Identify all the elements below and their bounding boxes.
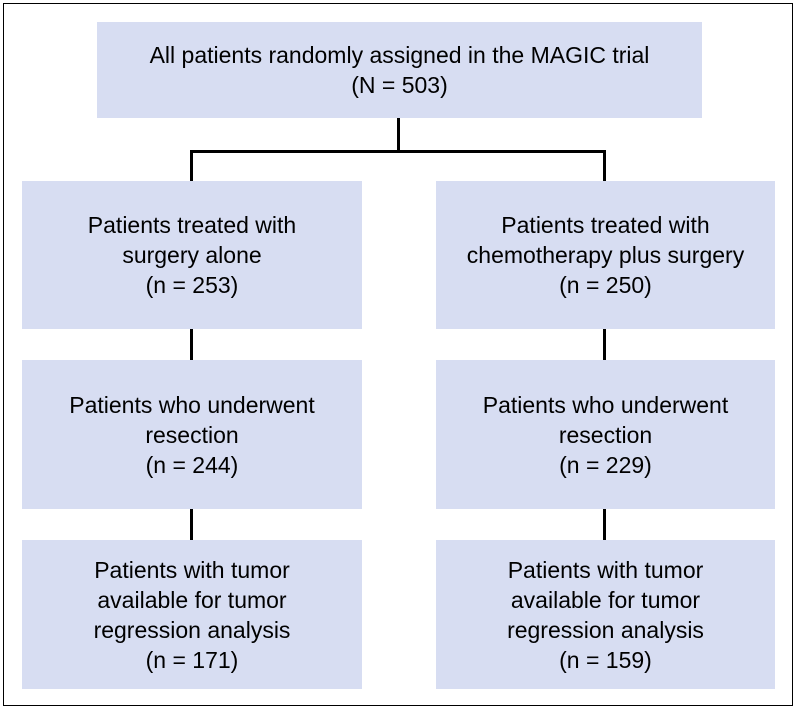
connector-right-treated-to-resection <box>603 329 606 360</box>
box-surgery-alone-line2: surgery alone <box>122 242 262 268</box>
box-left-resection-count: (n = 244) <box>145 451 239 478</box>
box-left-resection-line1: Patients who underwent <box>69 391 315 418</box>
box-right-resection-line2: resection <box>558 421 653 448</box>
box-left-resection: Patients who underwent resection (n = 24… <box>22 360 362 509</box>
connector-right-resection-to-tumor <box>603 509 606 540</box>
box-right-tumor-line3: regression analysis <box>507 616 704 643</box>
connector-top-stem <box>397 118 400 152</box>
box-left-tumor-line3: regression analysis <box>93 616 291 643</box>
diagram-frame <box>3 3 793 706</box>
box-chemo-plus-surgery-line2: chemotherapy plus surgery <box>466 242 745 268</box>
box-right-tumor-line1: Patients with tumor <box>507 556 704 583</box>
connector-left-treated-to-resection <box>190 329 193 360</box>
box-right-tumor-count: (n = 159) <box>559 646 652 673</box>
box-right-tumor-line2: available for tumor <box>510 586 701 613</box>
connector-right-branch <box>603 150 606 181</box>
box-all-patients: All patients randomly assigned in the MA… <box>97 22 702 118</box>
box-left-tumor-line1: Patients with tumor <box>94 556 290 583</box>
box-surgery-alone-line1: Patients treated with <box>87 212 297 238</box>
box-chemo-plus-surgery-count: (n = 250) <box>559 272 652 298</box>
box-chemo-plus-surgery-line1: Patients treated with <box>501 212 710 238</box>
box-left-tumor-analysis: Patients with tumor available for tumor … <box>22 540 362 689</box>
connector-horizontal-split <box>190 150 606 153</box>
box-right-resection: Patients who underwent resection (n = 22… <box>436 360 775 509</box>
box-all-patients-label: All patients randomly assigned in the MA… <box>149 42 650 68</box>
box-right-tumor-analysis: Patients with tumor available for tumor … <box>436 540 775 689</box>
connector-left-resection-to-tumor <box>190 509 193 540</box>
box-surgery-alone: Patients treated with surgery alone (n =… <box>22 181 362 329</box>
box-left-resection-line2: resection <box>145 421 239 448</box>
connector-left-branch <box>190 150 193 181</box>
box-chemo-plus-surgery: Patients treated with chemotherapy plus … <box>436 181 775 329</box>
box-left-tumor-count: (n = 171) <box>145 646 239 673</box>
box-surgery-alone-count: (n = 253) <box>145 272 239 298</box>
box-right-resection-line1: Patients who underwent <box>482 391 729 418</box>
box-right-resection-count: (n = 229) <box>559 451 652 478</box>
box-left-tumor-line2: available for tumor <box>97 586 287 613</box>
box-all-patients-count: (N = 503) <box>351 72 448 98</box>
